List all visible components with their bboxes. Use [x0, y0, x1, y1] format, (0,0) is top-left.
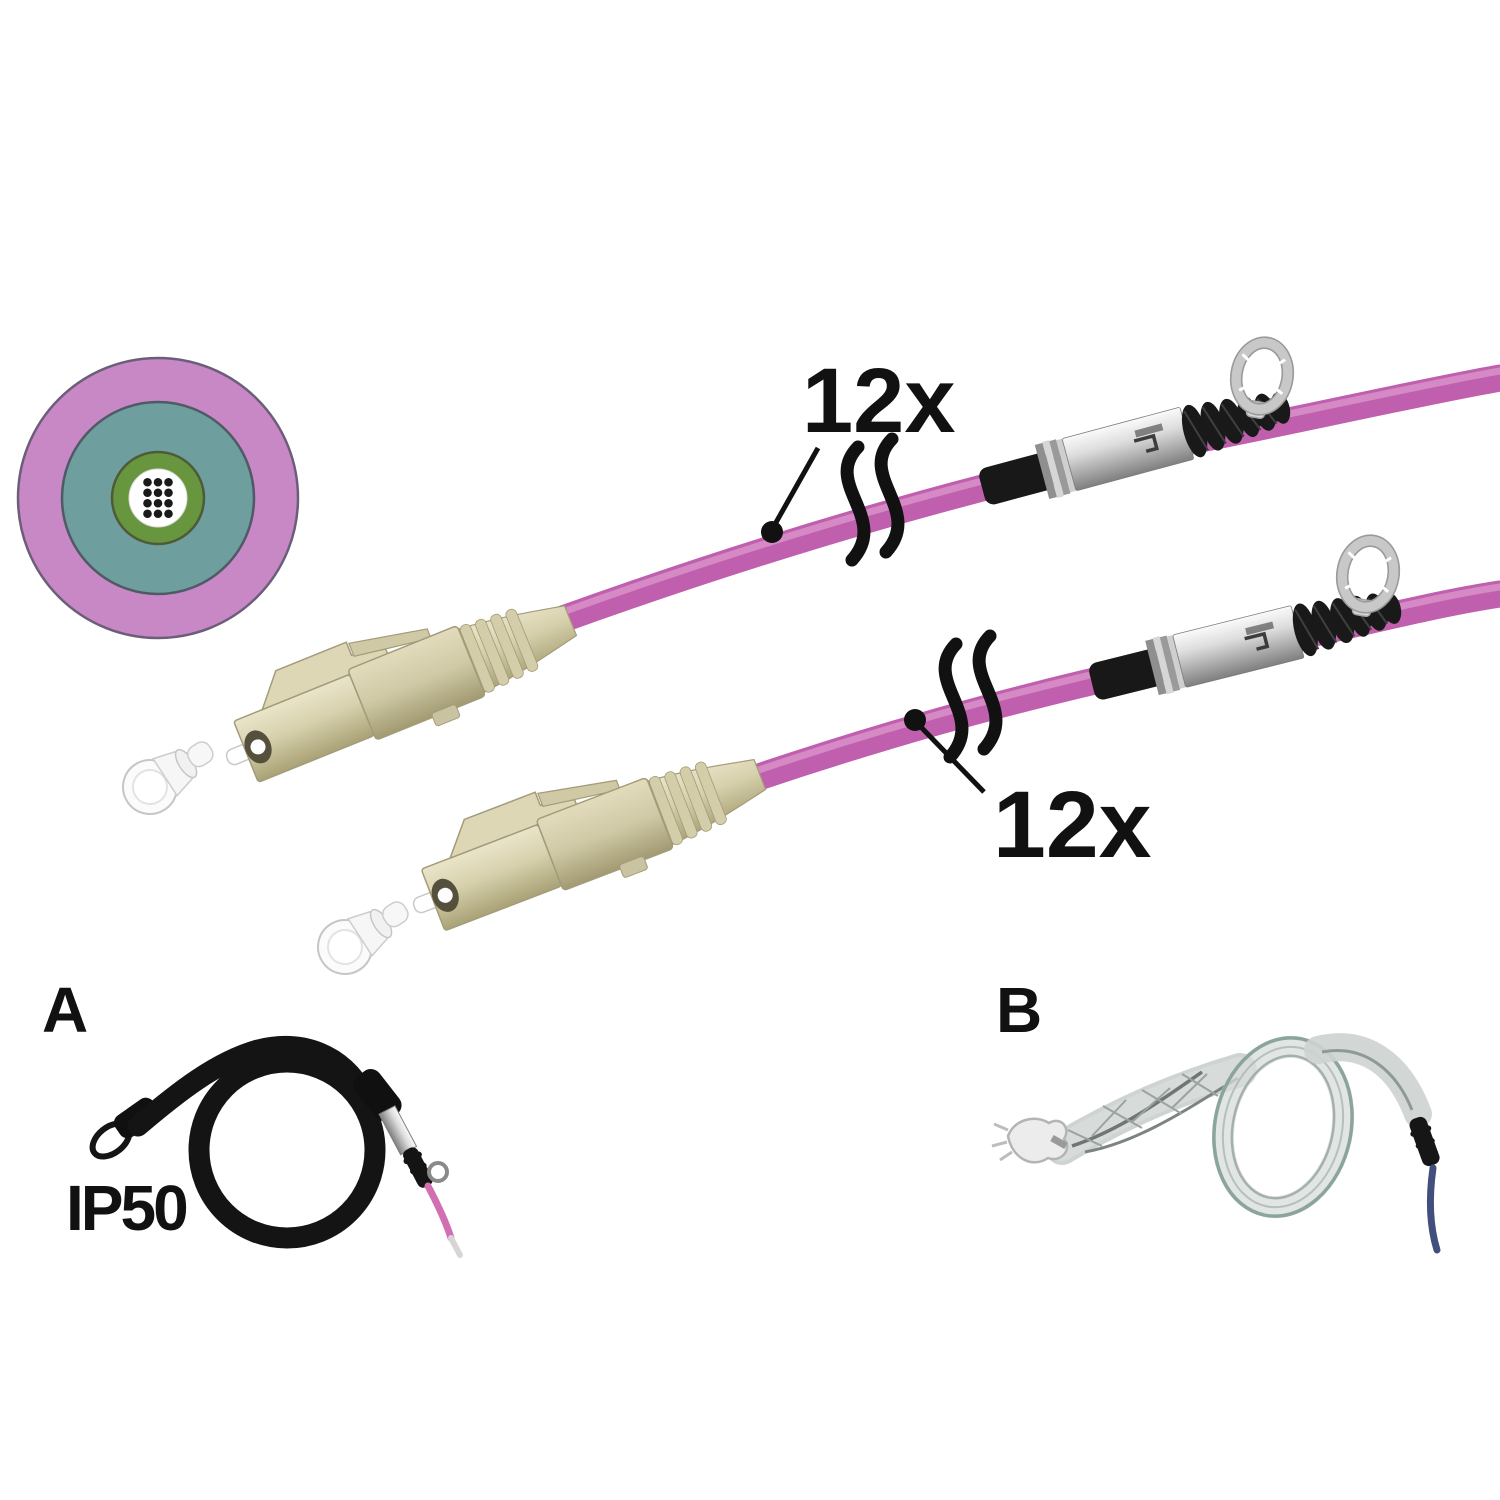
conduit-coil — [188, 1051, 386, 1249]
leader-dot — [904, 709, 926, 731]
fiber-dot — [164, 509, 173, 519]
lc-connector-1 — [202, 560, 590, 805]
leader-line — [915, 721, 986, 794]
fiber-tail-pink — [424, 1182, 455, 1242]
fiber-dot — [153, 477, 163, 487]
break-mark — [874, 432, 905, 559]
mesh-tube-left — [1049, 1057, 1253, 1161]
variant-a-group: A IP50 — [42, 974, 463, 1258]
conduit-run — [127, 1036, 375, 1137]
fiber-dot — [153, 498, 163, 508]
fiber-dot — [164, 477, 173, 487]
mesh-loop — [1211, 1035, 1355, 1219]
fiber-dot — [143, 477, 152, 487]
mesh-knot-frays — [991, 1122, 1013, 1162]
break-mark — [972, 629, 1003, 756]
fiber-dot — [164, 488, 173, 498]
mesh-strand-dark — [1084, 1076, 1239, 1154]
variant-a-caption: IP50 — [66, 1172, 186, 1244]
fiber-tail-tip — [448, 1235, 463, 1258]
break-mark — [840, 440, 871, 567]
fiber-dots — [143, 477, 173, 519]
cable-assembly-1 — [111, 332, 1500, 826]
fiber-dot — [153, 488, 163, 498]
dust-cap-1 — [111, 724, 227, 826]
label-12x-top: 12x — [802, 350, 956, 452]
fiber-dot — [153, 509, 163, 519]
variant-a-letter: A — [42, 974, 88, 1046]
label-12x-bottom: 12x — [993, 772, 1152, 878]
annotation-12x-top: 12x — [761, 350, 956, 543]
annotation-12x-bottom: 12x — [904, 709, 1152, 878]
core-circle — [128, 468, 188, 528]
mesh-knot — [1006, 1117, 1069, 1164]
cable-assembly-2 — [306, 530, 1500, 986]
variant-b-group: B — [991, 974, 1441, 1254]
fiber-dot — [143, 498, 152, 508]
mesh-knot-cinch — [1050, 1134, 1068, 1150]
fiber-dot — [143, 509, 152, 519]
break-marks-2 — [938, 629, 1003, 764]
fiber-tail-blue — [1426, 1164, 1441, 1254]
break-marks-1 — [840, 432, 905, 567]
cable-cross-section-diagram — [16, 356, 300, 640]
boot-a — [403, 1147, 433, 1188]
small-wire-ring-a — [427, 1161, 449, 1183]
boot-b — [1409, 1116, 1440, 1167]
mesh-strand-dark — [1321, 1049, 1414, 1111]
leader-line — [771, 446, 821, 528]
leader-dot — [761, 521, 783, 543]
variant-b-letter: B — [996, 974, 1042, 1046]
fiber-dot — [164, 498, 173, 508]
dust-cap-2 — [306, 884, 422, 986]
fiber-cable-1 — [546, 364, 1500, 634]
break-mark — [938, 637, 969, 764]
lc-connector-2 — [390, 714, 778, 953]
mesh-tube-right — [1304, 1033, 1432, 1128]
mesh-lattice — [1067, 1073, 1219, 1147]
fiber-dot — [143, 488, 152, 498]
pulling-sleeve-2 — [1083, 576, 1410, 713]
